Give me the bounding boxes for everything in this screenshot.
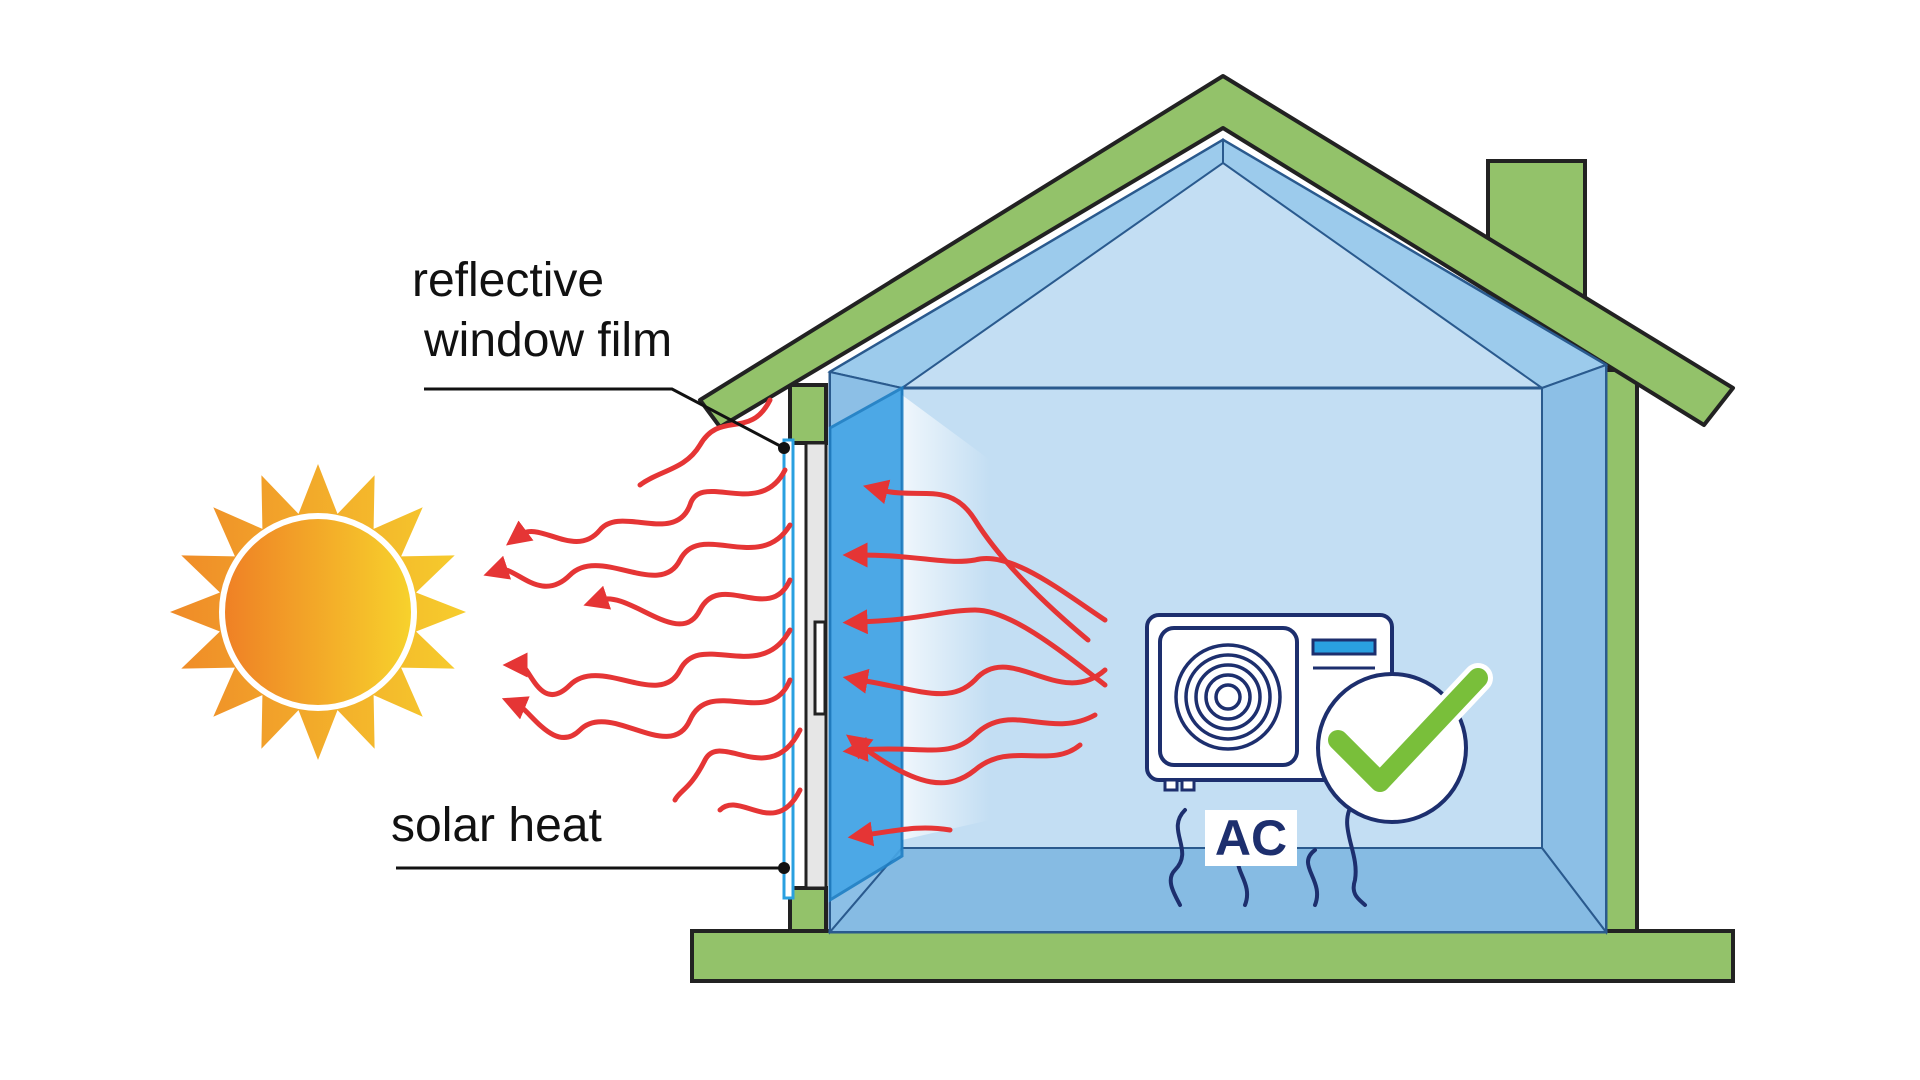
- reflective-film: [782, 438, 795, 900]
- ac-foot-right: [1180, 778, 1196, 792]
- left-wall-lower: [788, 886, 828, 936]
- ac-display: [1311, 638, 1377, 656]
- ac-fan-grille: [1158, 626, 1299, 767]
- interior-wave-1: [863, 479, 1091, 643]
- check-mark: [1328, 668, 1488, 792]
- floor-slab: [690, 929, 1735, 983]
- reflected-wave-2: [483, 522, 793, 589]
- sun-core: [219, 513, 417, 711]
- interior-wave-4: [842, 664, 1108, 697]
- interior-wave-3: [842, 607, 1108, 688]
- sun-icon: [170, 464, 466, 760]
- window: [782, 385, 904, 903]
- reflected-wave-1: [505, 467, 788, 546]
- reflected-wave-5: [501, 677, 793, 740]
- ac-fan-icon: [1174, 643, 1282, 751]
- reflected-wave-3: [583, 577, 793, 627]
- interior-wave-7: [847, 821, 953, 847]
- callouts: reflective window film solar heat: [391, 254, 790, 874]
- solar-leader-dot: [778, 862, 790, 874]
- reflected-wave-6: [672, 727, 803, 803]
- film-label-line2: window film: [423, 314, 672, 367]
- reflected-wave-7: [717, 787, 803, 816]
- cool-air-wave-1: [1168, 808, 1187, 907]
- left-wall-upper: [788, 383, 828, 445]
- film-leader-dot: [778, 442, 790, 454]
- ac-foot-left: [1163, 778, 1179, 792]
- right-wall: [1600, 368, 1639, 938]
- film-label-line1: reflective: [412, 254, 604, 307]
- interior-wave-6: [845, 734, 1083, 786]
- light-glow: [902, 395, 990, 840]
- ac-unit-icon: AC: [1145, 613, 1394, 907]
- reflected-heat-waves: [483, 397, 803, 816]
- window-glass: [828, 385, 904, 903]
- film-leader-line: [424, 387, 785, 450]
- solar-label: solar heat: [391, 799, 602, 852]
- interior-wave-5: [842, 712, 1098, 762]
- window-latch: [813, 620, 827, 716]
- reflected-wave-4: [502, 627, 793, 697]
- checkmark-icon: [1316, 663, 1493, 824]
- cool-air-wave-4: [1345, 798, 1367, 907]
- ac-label-box: [1205, 810, 1297, 866]
- ac-label: AC: [1215, 810, 1287, 866]
- cool-air-wave-3: [1306, 848, 1319, 907]
- reflected-wave-8: [637, 397, 773, 488]
- interior-right-wall: [1541, 363, 1607, 935]
- interior-wave-2: [842, 542, 1108, 623]
- interior-heat-waves: [842, 479, 1108, 847]
- interior-floor: [827, 847, 1609, 933]
